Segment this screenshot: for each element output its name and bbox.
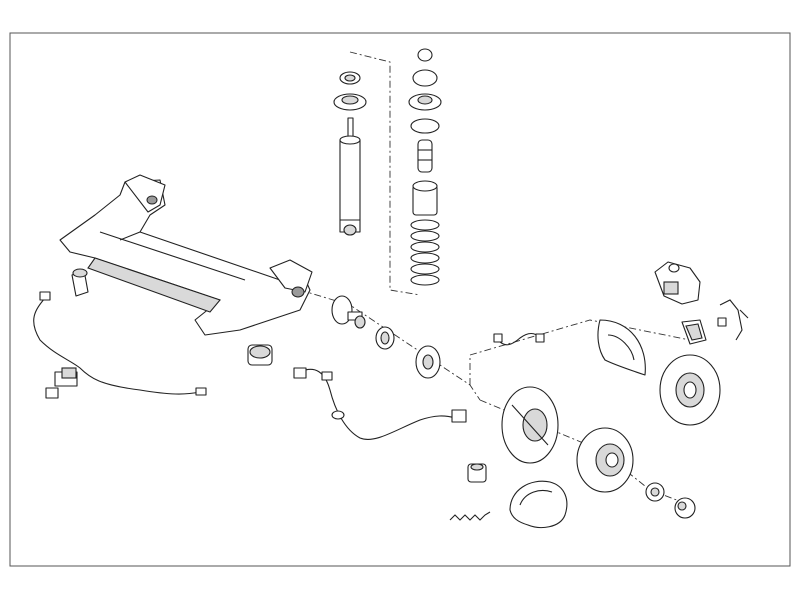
axle-nut <box>645 482 665 502</box>
abs-sensor-right <box>293 367 467 440</box>
brake-drum <box>576 427 634 493</box>
strut-mount-stack-right <box>408 48 442 216</box>
brake-disc <box>659 354 721 426</box>
axle-bushing-right <box>247 344 273 366</box>
rear-axle-beam <box>59 174 313 336</box>
brake-hose <box>493 332 545 346</box>
abs-sensor-left <box>33 291 207 399</box>
strut-mount-stack <box>333 71 367 111</box>
wheel-hub-stub <box>331 295 366 329</box>
drum-backing-plate <box>501 386 559 464</box>
disc-backing-plate <box>597 319 646 376</box>
coil-spring <box>410 219 440 286</box>
axle-bushing-left <box>71 268 89 297</box>
wheel-flange <box>415 345 441 379</box>
brake-caliper <box>654 261 701 305</box>
dust-cap <box>674 497 696 519</box>
brake-pads <box>681 319 707 345</box>
wheel-cylinder <box>467 463 487 483</box>
caliper-bracket <box>717 299 749 341</box>
wheel-bearing <box>375 326 395 350</box>
drawing-border <box>9 32 791 567</box>
brake-shoes <box>509 480 568 529</box>
shock-absorber <box>339 117 361 236</box>
return-spring <box>449 511 491 521</box>
